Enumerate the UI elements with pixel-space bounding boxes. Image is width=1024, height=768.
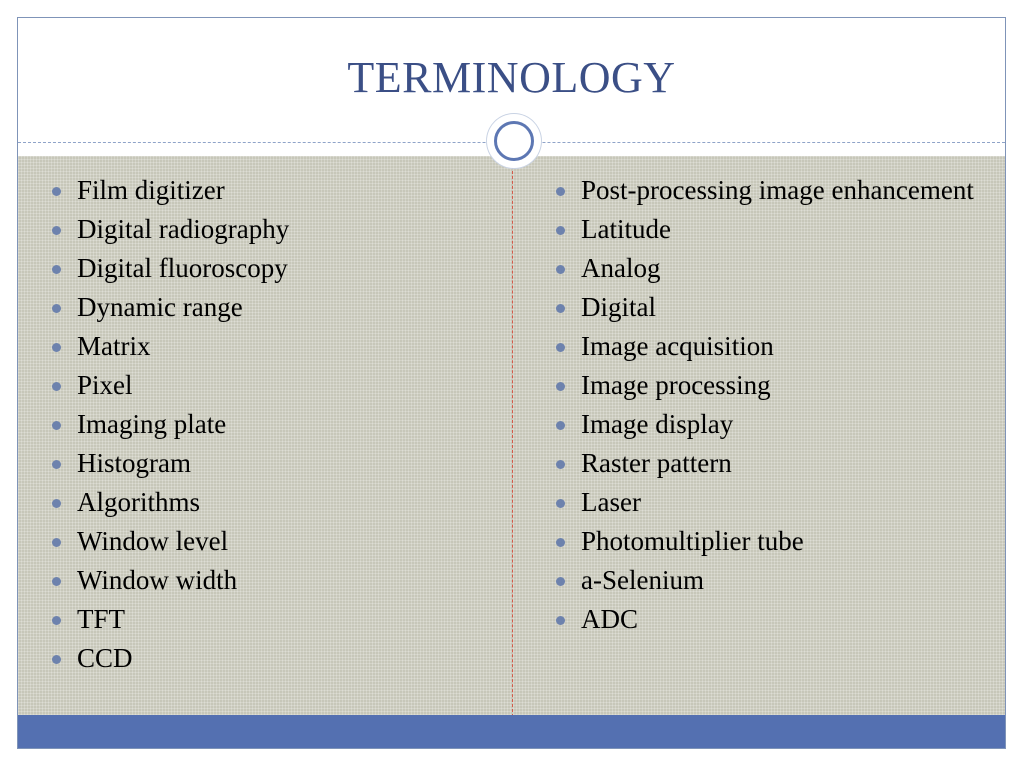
- list-item: Digital radiography: [43, 214, 503, 244]
- list-item: Laser: [547, 487, 987, 517]
- list-item: Raster pattern: [547, 448, 987, 478]
- list-item: Pixel: [43, 370, 503, 400]
- list-item: Post-processing image enhancement: [547, 175, 987, 205]
- bottom-bar: [18, 715, 1005, 748]
- right-term-list: Post-processing image enhancement Latitu…: [547, 175, 987, 643]
- list-item: Digital fluoroscopy: [43, 253, 503, 283]
- list-item: Image processing: [547, 370, 987, 400]
- content-area: Film digitizer Digital radiography Digit…: [18, 156, 1005, 717]
- list-item: Film digitizer: [43, 175, 503, 205]
- list-item: TFT: [43, 604, 503, 634]
- list-item: Histogram: [43, 448, 503, 478]
- list-item: CCD: [43, 643, 503, 673]
- list-item: a-Selenium: [547, 565, 987, 595]
- slide: TERMINOLOGY Film digitizer Digital radio…: [17, 17, 1006, 749]
- list-item: Latitude: [547, 214, 987, 244]
- list-item: Image acquisition: [547, 331, 987, 361]
- left-term-list: Film digitizer Digital radiography Digit…: [43, 175, 503, 682]
- list-item: ADC: [547, 604, 987, 634]
- list-item: Window width: [43, 565, 503, 595]
- list-item: Dynamic range: [43, 292, 503, 322]
- list-item: Matrix: [43, 331, 503, 361]
- slide-title: TERMINOLOGY: [347, 53, 676, 102]
- list-item: Algorithms: [43, 487, 503, 517]
- list-item: Imaging plate: [43, 409, 503, 439]
- list-item: Digital: [547, 292, 987, 322]
- column-divider: [512, 156, 513, 717]
- list-item: Window level: [43, 526, 503, 556]
- list-item: Image display: [547, 409, 987, 439]
- list-item: Photomultiplier tube: [547, 526, 987, 556]
- circle-ornament-icon: [487, 114, 541, 168]
- list-item: Analog: [547, 253, 987, 283]
